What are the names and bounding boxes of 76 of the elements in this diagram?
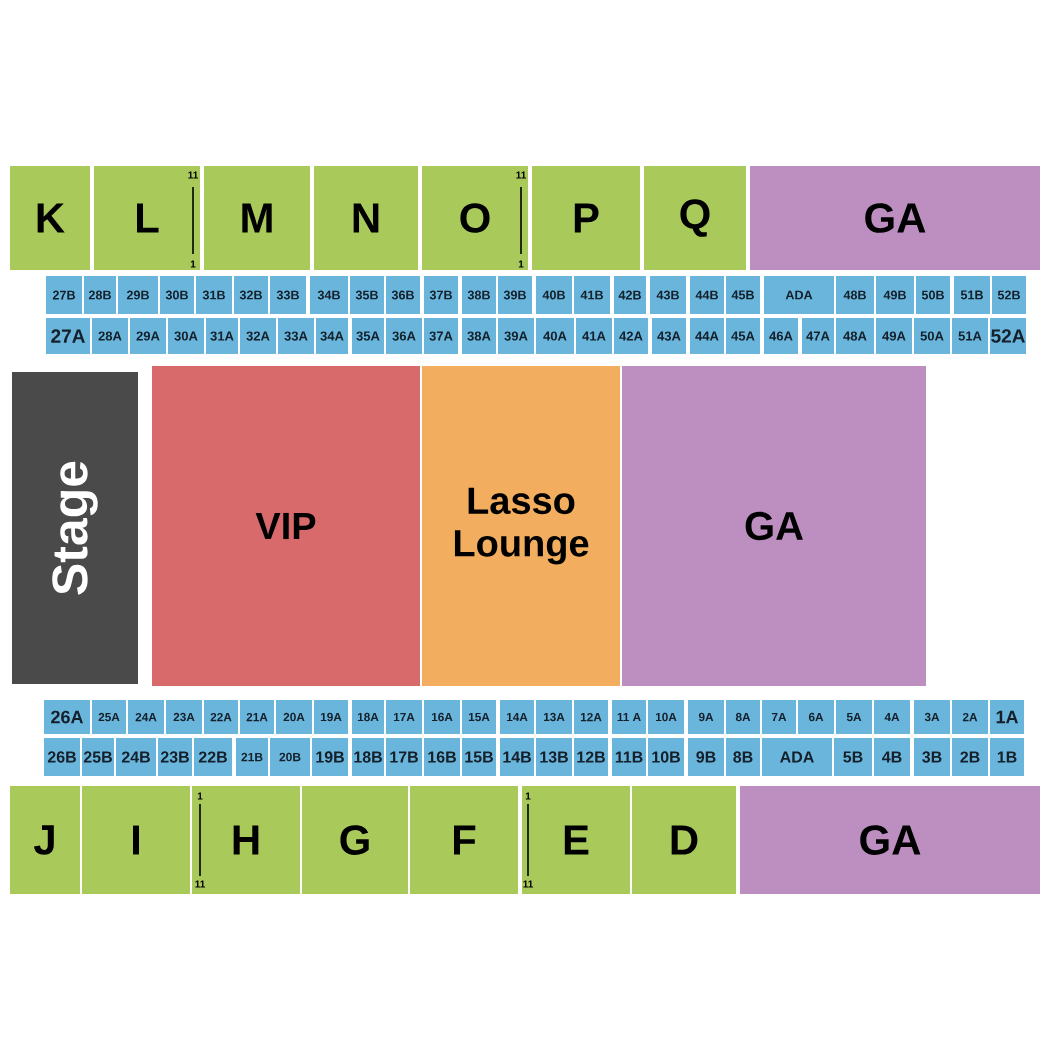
- node-label: D: [671, 825, 698, 855]
- node-label: J: [33, 825, 54, 855]
- section-box: K: [10, 166, 90, 270]
- node-label: 1B: [997, 751, 1017, 763]
- section-box: N: [314, 166, 418, 270]
- node-label: ADA: [780, 751, 814, 763]
- node-label: 17B: [390, 751, 418, 763]
- seat-row-box: 1B: [990, 738, 1024, 776]
- section-box: Q: [644, 166, 746, 270]
- section-box: I: [82, 786, 190, 894]
- node-label: 12B: [577, 751, 605, 763]
- seat-row-box: 4B: [874, 738, 910, 776]
- seat-row-box: 11B: [612, 738, 646, 776]
- seat-row-box: 13B: [536, 738, 572, 776]
- node-label: 26A: [51, 710, 84, 724]
- node-label: 23B: [160, 751, 189, 763]
- seat-row-box: 18B: [352, 738, 384, 776]
- section-box: J: [10, 786, 80, 894]
- seat-row-box: 14B: [500, 738, 534, 776]
- section-box: F: [410, 786, 518, 894]
- node-label: 2B: [960, 751, 980, 763]
- seat-row-box: 17B: [386, 738, 422, 776]
- node-label: 25B: [83, 751, 112, 763]
- seat-row-box: 27A: [46, 318, 90, 354]
- node-label: 13B: [540, 751, 568, 763]
- floor-section: VIP: [152, 366, 420, 686]
- seat-row-box: 8B: [726, 738, 760, 776]
- node-label: 16B: [428, 751, 456, 763]
- seat-row-box: 1A: [990, 700, 1024, 734]
- seat-row-box: 5B: [834, 738, 872, 776]
- node-label: 4B: [882, 751, 902, 763]
- node-label: I: [132, 825, 140, 855]
- node-label: H: [233, 825, 259, 855]
- node-label: 15B: [465, 751, 493, 763]
- section-box: M: [204, 166, 310, 270]
- seat-row-box: 2B: [952, 738, 988, 776]
- seat-row-box: 52A: [990, 318, 1026, 354]
- seat-row-box: 23B: [158, 738, 192, 776]
- node-label: 8B: [733, 751, 753, 763]
- node-label: 19B: [316, 751, 344, 763]
- seat-row-box: 3B: [914, 738, 950, 776]
- section-box: GA: [740, 786, 1040, 894]
- seat-row-box: 19B: [312, 738, 348, 776]
- node-label: 5B: [843, 751, 863, 763]
- node-label: 9B: [696, 751, 716, 763]
- node-label: 11B: [615, 751, 643, 763]
- seat-row-box: 26B: [44, 738, 80, 776]
- section-box: G: [302, 786, 408, 894]
- floor-section: GA: [622, 366, 926, 686]
- node-label: G: [340, 825, 369, 855]
- node-label: 3B: [922, 751, 942, 763]
- node-label: 27A: [51, 329, 85, 343]
- seat-row-box: 9B: [688, 738, 724, 776]
- seat-row-box: 16B: [424, 738, 460, 776]
- seat-row-box: 10B: [648, 738, 684, 776]
- node-label: 1A: [996, 710, 1019, 724]
- node-label: 10B: [652, 751, 680, 763]
- section-box: GA: [750, 166, 1040, 270]
- seat-row-box: 15B: [462, 738, 496, 776]
- node-label: 18B: [354, 751, 382, 763]
- node-label: 14B: [503, 751, 531, 763]
- node-label: E: [564, 825, 589, 855]
- seat-row-box: 22B: [194, 738, 232, 776]
- node-label: 22B: [198, 751, 227, 763]
- seat-row-box: 12B: [574, 738, 608, 776]
- node-label: 24B: [121, 751, 150, 763]
- seat-row-box: 25B: [82, 738, 114, 776]
- node-label: 26B: [47, 751, 76, 763]
- node-label: 52A: [991, 329, 1025, 343]
- node-label: F: [454, 825, 476, 855]
- seat-row-box: 24B: [116, 738, 156, 776]
- section-box: D: [632, 786, 736, 894]
- floor-section: Lasso Lounge: [422, 366, 620, 686]
- stage-block: Stage: [12, 372, 138, 684]
- seat-row-box: 26A: [44, 700, 90, 734]
- section-box: P: [532, 166, 640, 270]
